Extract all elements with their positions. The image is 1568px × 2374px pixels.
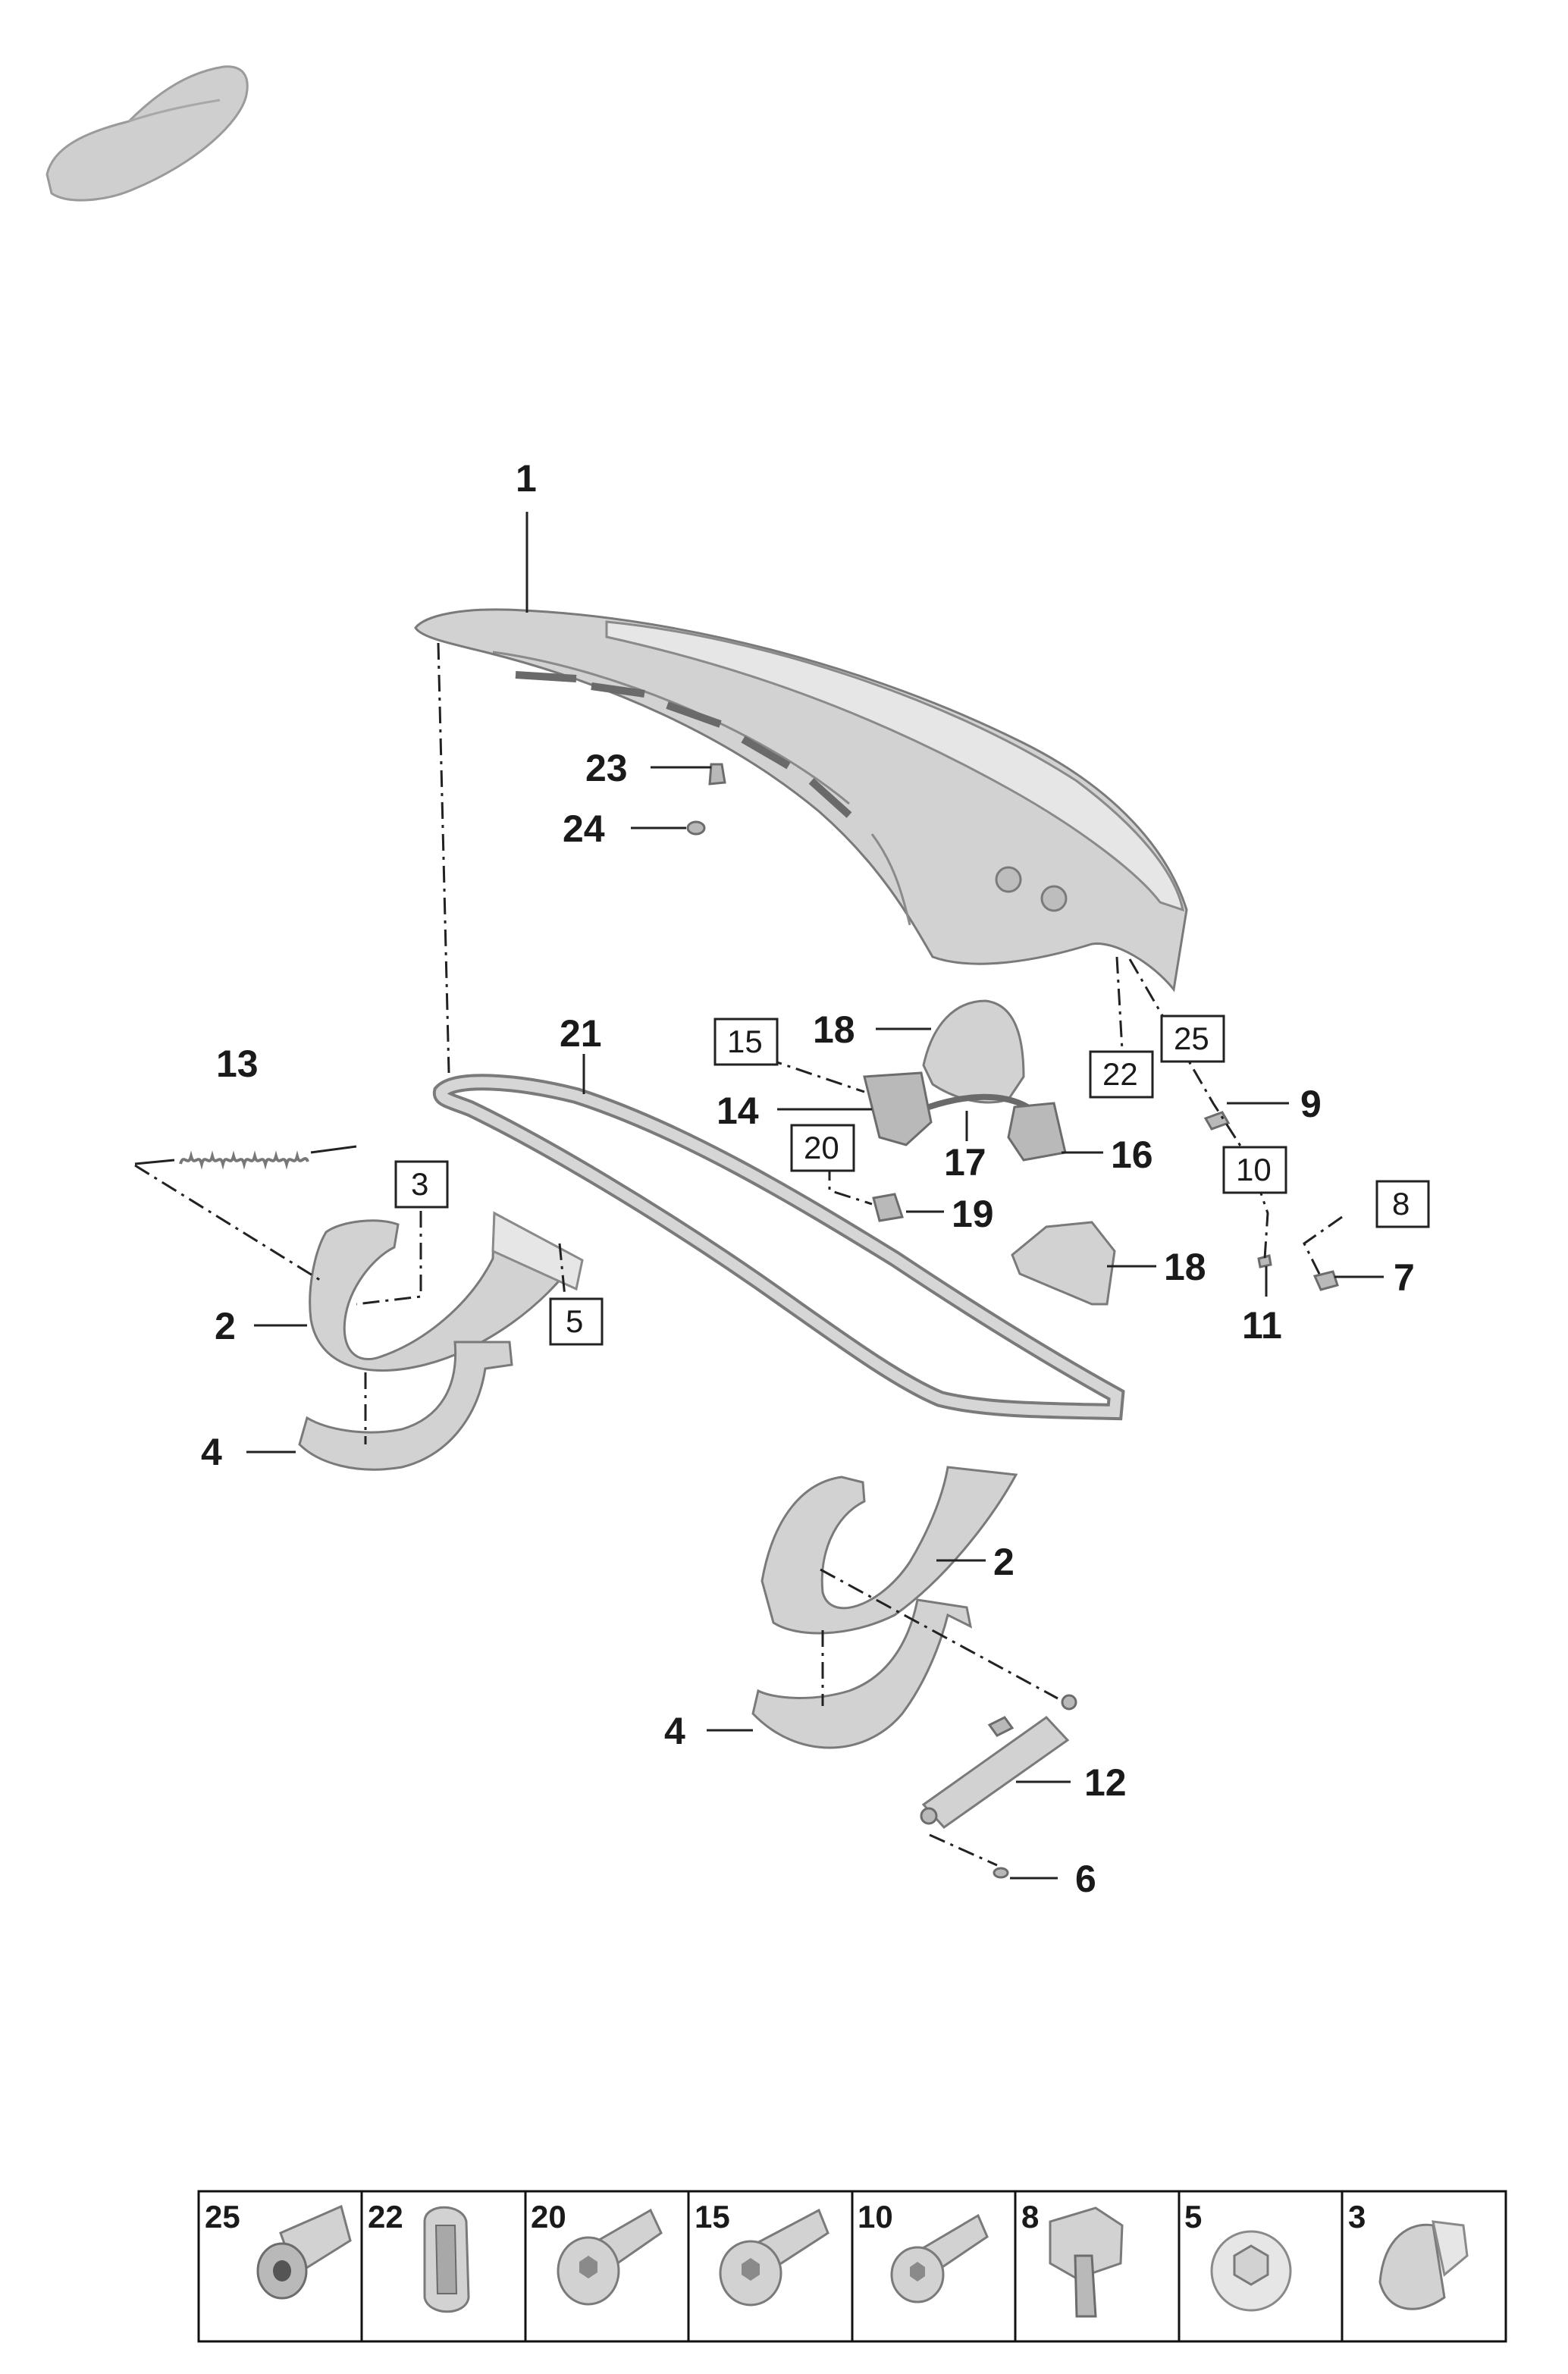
bracket-part[interactable] [872,1193,904,1222]
pin-part[interactable] [993,1867,1009,1879]
rivet-nut-icon [256,2204,352,2300]
legend-item-8: 8 [1021,2199,1124,2318]
hinge-left-part[interactable] [309,1211,584,1372]
hinge-right-part[interactable] [760,1466,1018,1635]
callout-9: 9 [1300,1083,1322,1125]
callout-16: 16 [1111,1134,1153,1176]
callout-7: 7 [1394,1256,1415,1299]
seal-part[interactable] [432,1074,1125,1421]
decklid-part[interactable] [414,608,1188,993]
callout-12: 12 [1084,1761,1127,1804]
legend-item-5: 5 [1184,2199,1292,2312]
callout-19: 19 [952,1193,994,1235]
vehicle-thumbnail [45,65,249,202]
boxed-callouts: 3 5 8 10 15 20 22 25 [394,1015,1430,1346]
callout-6: 6 [1075,1858,1096,1900]
buffer-part-9[interactable] [1203,1111,1231,1131]
callout-labels: 1 23 24 21 13 2 4 18 14 17 16 19 18 9 11… [201,457,1415,1900]
gas-strut-part[interactable] [920,1694,1077,1829]
clip-part-7[interactable] [1312,1270,1339,1291]
legend-item-10: 10 [858,2199,989,2303]
hinge-cover-left-part[interactable] [298,1341,513,1471]
legend-number-10: 10 [858,2199,893,2234]
legend-number-22: 22 [368,2199,403,2234]
torx-bolt-icon [719,2208,829,2307]
actuator-part[interactable] [1007,1102,1067,1162]
callout-23: 23 [585,747,628,789]
callout-24: 24 [563,808,605,850]
hex-nut-icon [1210,2230,1292,2312]
callout-4b: 4 [664,1710,685,1752]
buffer-icon [423,2206,470,2313]
callout-11: 11 [1242,1304,1282,1347]
boxed-callout-15: 15 [727,1024,763,1059]
legend-number-20: 20 [531,2199,566,2234]
stud-part[interactable] [708,763,726,786]
legend-number-5: 5 [1184,2199,1202,2234]
hardware-legend: 25 22 20 15 [197,2190,1507,2343]
torx-bolt-icon [557,2208,663,2306]
boxed-callout-5: 5 [566,1303,583,1339]
boxed-callout-8: 8 [1392,1186,1410,1221]
callout-18a: 18 [813,1008,855,1051]
hinge-cover-right-part[interactable] [751,1598,973,1749]
legend-number-8: 8 [1021,2199,1039,2234]
latch-cover-lower-part[interactable] [1011,1221,1116,1306]
legend-number-25: 25 [205,2199,240,2234]
cable-part[interactable] [927,1093,1029,1110]
legend-item-15: 15 [695,2199,829,2307]
spring-part[interactable] [134,1145,357,1170]
callout-13: 13 [216,1043,259,1085]
torx-bolt-icon [890,2213,989,2303]
callout-14: 14 [717,1090,759,1132]
legend-item-3: 3 [1348,2199,1469,2310]
legend-number-3: 3 [1348,2199,1366,2234]
callout-4a: 4 [201,1431,222,1473]
lock-part[interactable] [863,1071,933,1146]
legend-number-15: 15 [695,2199,730,2234]
expanding-rivet-icon [1378,2220,1469,2310]
callout-1: 1 [516,457,537,500]
legend-item-22: 22 [368,2199,470,2313]
clip-nut-icon [1049,2206,1124,2318]
boxed-callout-22: 22 [1102,1056,1138,1092]
boxed-callout-20: 20 [804,1130,839,1165]
legend-item-20: 20 [531,2199,663,2306]
bolt-part[interactable] [686,820,706,836]
callout-2a: 2 [215,1305,236,1347]
boxed-callout-10: 10 [1236,1152,1272,1187]
leader-lines [246,512,1384,1880]
legend-item-25: 25 [205,2199,352,2300]
callout-21: 21 [560,1012,602,1055]
boxed-callout-3: 3 [411,1166,428,1202]
boxed-callout-25: 25 [1174,1021,1209,1056]
latch-cover-upper-part[interactable] [922,999,1025,1104]
callout-17: 17 [944,1141,986,1184]
callout-18b: 18 [1164,1246,1206,1288]
callout-2b: 2 [993,1541,1014,1583]
